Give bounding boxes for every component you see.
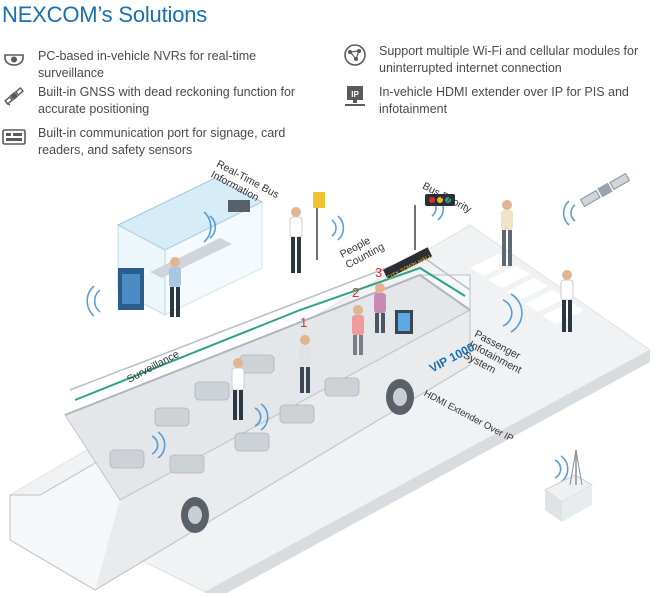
cell-tower-building [544, 449, 593, 522]
svg-text:IP: IP [351, 90, 359, 99]
feature-nvr: PC-based in-vehicle NVRs for real-time s… [2, 48, 318, 81]
passengers [169, 200, 574, 420]
communication-port-icon [2, 125, 26, 149]
feature-nvr-text: PC-based in-vehicle NVRs for real-time s… [38, 49, 257, 80]
bus-seats [109, 354, 360, 474]
pedestrian-realtime [289, 207, 303, 273]
passenger-1 [299, 335, 311, 393]
smart-bus-illustration: 1 2 3 CITY TOWN HALL Real-Time Bus Infor… [0, 150, 660, 598]
counter-2: 2 [352, 285, 359, 300]
counter-3: 3 [375, 265, 382, 280]
satellite [579, 172, 631, 208]
feature-hdmi-ip-text: In-vehicle HDMI extender over IP for PIS… [379, 85, 629, 116]
gnss-satellite-icon [2, 84, 26, 108]
feature-wifi-cellular: Support multiple Wi-Fi and cellular modu… [343, 43, 659, 76]
destination-sign [382, 247, 433, 279]
pedestrian-right [560, 270, 574, 332]
bus-priority-signal [414, 194, 455, 250]
passenger-4 [374, 283, 386, 333]
pedestrian-shelter [169, 257, 181, 317]
counter-1: 1 [300, 315, 307, 330]
bus-scene-svg: 1 2 3 CITY TOWN HALL [8, 172, 651, 598]
pedestrian-crosswalk [501, 200, 513, 266]
nvr-camera-icon [2, 48, 26, 72]
feature-hdmi-ip: IP In-vehicle HDMI extender over IP for … [343, 84, 659, 117]
bus-window-frame [64, 273, 471, 416]
road-platform-edge [205, 350, 650, 598]
crosswalk [470, 254, 584, 324]
feature-wifi-cellular-text: Support multiple Wi-Fi and cellular modu… [379, 44, 639, 75]
wifi-cellular-globe-icon [343, 43, 367, 67]
feature-gnss-text: Built-in GNSS with dead reckoning functi… [38, 85, 296, 116]
surveillance-route-line [74, 266, 466, 401]
wireless-waves [86, 195, 576, 483]
feature-gnss: Built-in GNSS with dead reckoning functi… [2, 84, 318, 117]
feature-comm-port: Built-in communication port for signage,… [2, 125, 318, 158]
passenger-3 [352, 305, 364, 355]
page-title: NEXCOM’s Solutions [2, 2, 208, 27]
bus-stop-sign [313, 192, 325, 260]
realtime-info-display [228, 200, 250, 212]
bus-stop-shelter [116, 177, 264, 316]
ip-monitor-icon: IP [343, 84, 367, 108]
passenger-2 [231, 358, 245, 420]
feature-comm-port-text: Built-in communication port for signage,… [38, 126, 286, 157]
